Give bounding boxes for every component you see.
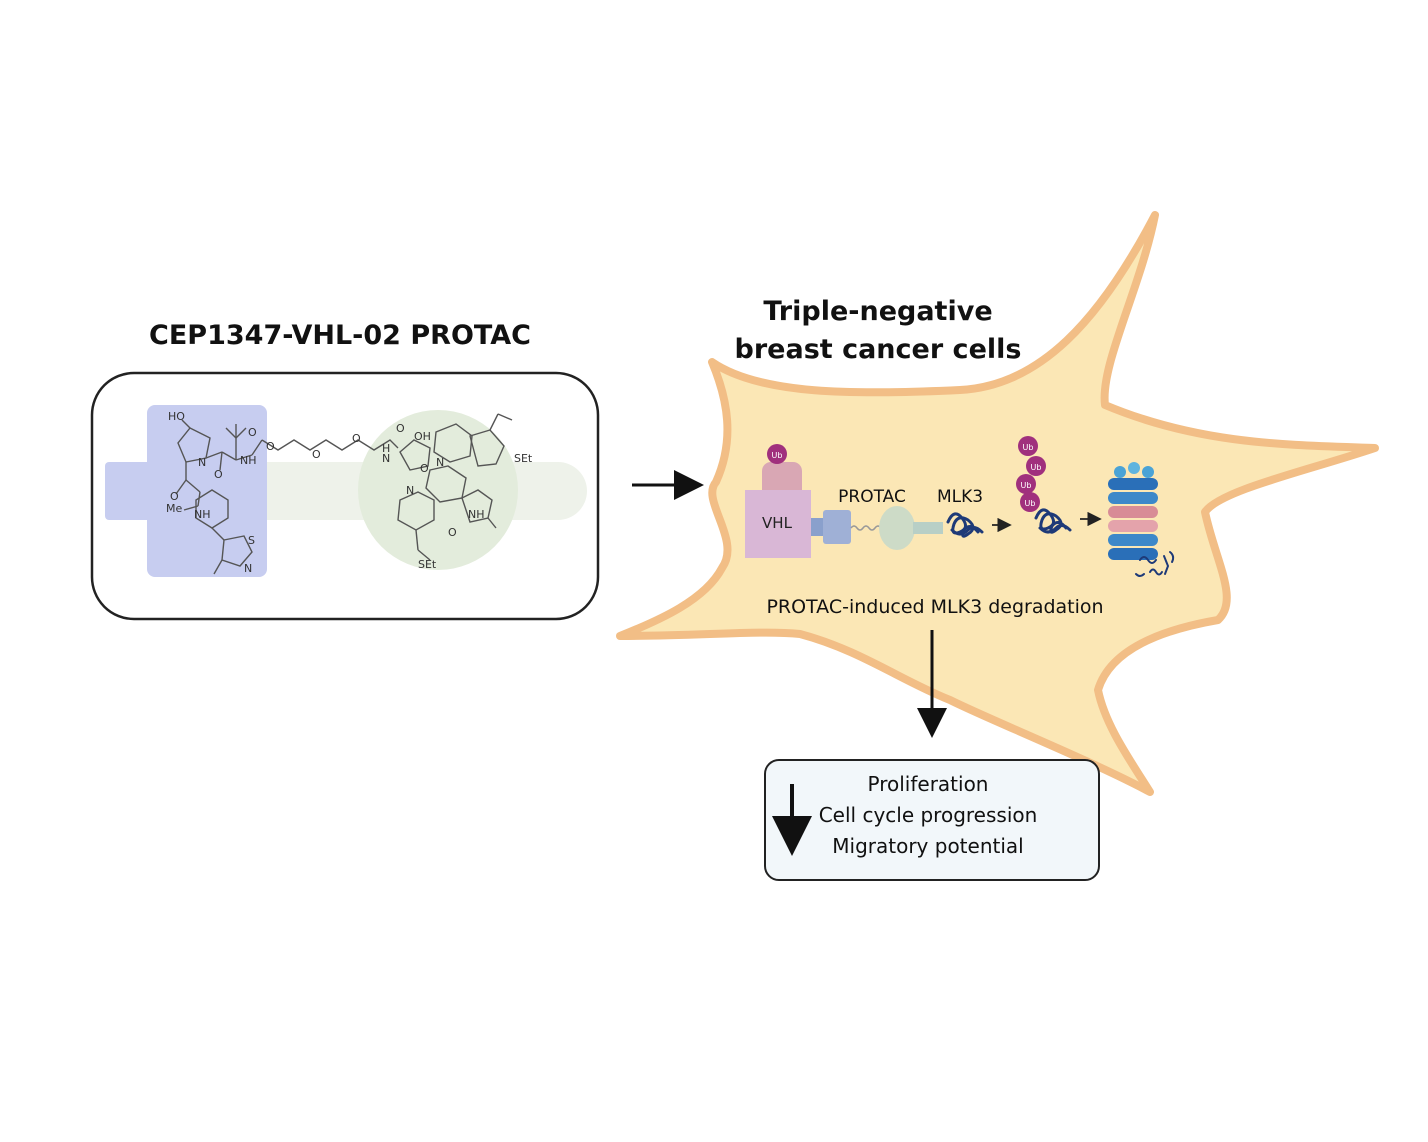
protac-vhl-ligand-block bbox=[811, 518, 825, 536]
outcome-proliferation: Proliferation bbox=[868, 772, 989, 796]
chemical-structure bbox=[175, 413, 513, 575]
outcome-cell-cycle: Cell cycle progression bbox=[819, 803, 1038, 827]
mlk3-protein-icon bbox=[946, 512, 984, 538]
atom-label-o8: O bbox=[420, 462, 429, 475]
ub-label: Ub bbox=[1025, 499, 1036, 508]
atom-label-n3: N bbox=[382, 452, 390, 465]
atom-label-set1: SEt bbox=[514, 452, 533, 465]
atom-label-o5: O bbox=[312, 448, 321, 461]
ub-chain-unit: Ub bbox=[1020, 492, 1040, 512]
protac-label: PROTAC bbox=[838, 487, 906, 507]
atom-label-o6: O bbox=[352, 432, 361, 445]
ub-chain-unit: Ub bbox=[1026, 456, 1046, 476]
atom-label-o1: O bbox=[214, 468, 223, 481]
outcome-box bbox=[764, 759, 1100, 881]
vhl-ligand-region bbox=[147, 405, 267, 577]
mlk3-label: MLK3 bbox=[937, 487, 983, 507]
ub-label: Ub bbox=[1021, 481, 1032, 490]
vhl-box bbox=[745, 490, 811, 558]
ub-chain-unit: Ub bbox=[1018, 436, 1038, 456]
ub-chain: Ub Ub Ub Ub bbox=[1016, 436, 1046, 512]
atom-label-oh: OH bbox=[414, 430, 431, 443]
protac-linker bbox=[850, 525, 882, 531]
protac-warhead bbox=[879, 506, 915, 550]
protac-mlk3-bridge bbox=[913, 522, 943, 534]
ub-icon bbox=[767, 444, 787, 464]
peptide-fragments-icon bbox=[1135, 551, 1175, 577]
cell-title-line1: Triple-negative bbox=[763, 296, 992, 327]
atom-label-n4: N bbox=[436, 456, 444, 469]
cancer-cell-shape bbox=[616, 211, 1379, 796]
outcome-migratory: Migratory potential bbox=[832, 834, 1023, 858]
structure-atom-labels: HO N O NH O O NH Me S N O O O H N O OH O… bbox=[166, 410, 533, 575]
atom-label-o7: O bbox=[396, 422, 405, 435]
degradation-label: PROTAC-induced MLK3 degradation bbox=[766, 596, 1103, 618]
ub-label: Ub bbox=[1023, 443, 1034, 452]
cep1347-warhead-region bbox=[358, 410, 518, 570]
atom-label-nh3: NH bbox=[468, 508, 485, 521]
ub-label-vhl: Ub bbox=[772, 451, 783, 460]
atom-label-nh2: NH bbox=[194, 508, 211, 521]
protac-vhl-ligand bbox=[823, 510, 851, 544]
protac-title: CEP1347-VHL-02 PROTAC bbox=[149, 320, 531, 351]
ub-icon bbox=[1016, 474, 1036, 494]
atom-label-o2: O bbox=[248, 426, 257, 439]
atom-label-s1: S bbox=[248, 534, 255, 547]
ub-label: Ub bbox=[1031, 463, 1042, 472]
cell-title-line2: breast cancer cells bbox=[735, 334, 1022, 365]
atom-label-set2: SEt bbox=[418, 558, 437, 571]
atom-label-o9: O bbox=[448, 526, 457, 539]
atom-label-ho: HO bbox=[168, 410, 185, 423]
atom-label-n5: N bbox=[406, 484, 414, 497]
atom-label-n2: N bbox=[244, 562, 252, 575]
ub-icon bbox=[1018, 436, 1038, 456]
atom-label-nh1: NH bbox=[240, 454, 257, 467]
atom-label-o4: O bbox=[266, 440, 275, 453]
ub-on-vhl: Ub bbox=[767, 444, 787, 464]
ub-chain-unit: Ub bbox=[1016, 474, 1036, 494]
atom-label-o3: O bbox=[170, 490, 179, 503]
vhl-label: VHL bbox=[762, 514, 793, 532]
atom-label-n1: N bbox=[198, 456, 206, 469]
proteasome-icon bbox=[1108, 462, 1158, 560]
atom-label-h: H bbox=[382, 442, 390, 455]
atom-label-me: Me bbox=[166, 502, 182, 515]
ubiquitinated-mlk3-icon bbox=[1034, 508, 1072, 534]
ub-icon bbox=[1026, 456, 1046, 476]
ub-icon bbox=[1020, 492, 1040, 512]
vhl-ligand-tab bbox=[105, 462, 155, 520]
